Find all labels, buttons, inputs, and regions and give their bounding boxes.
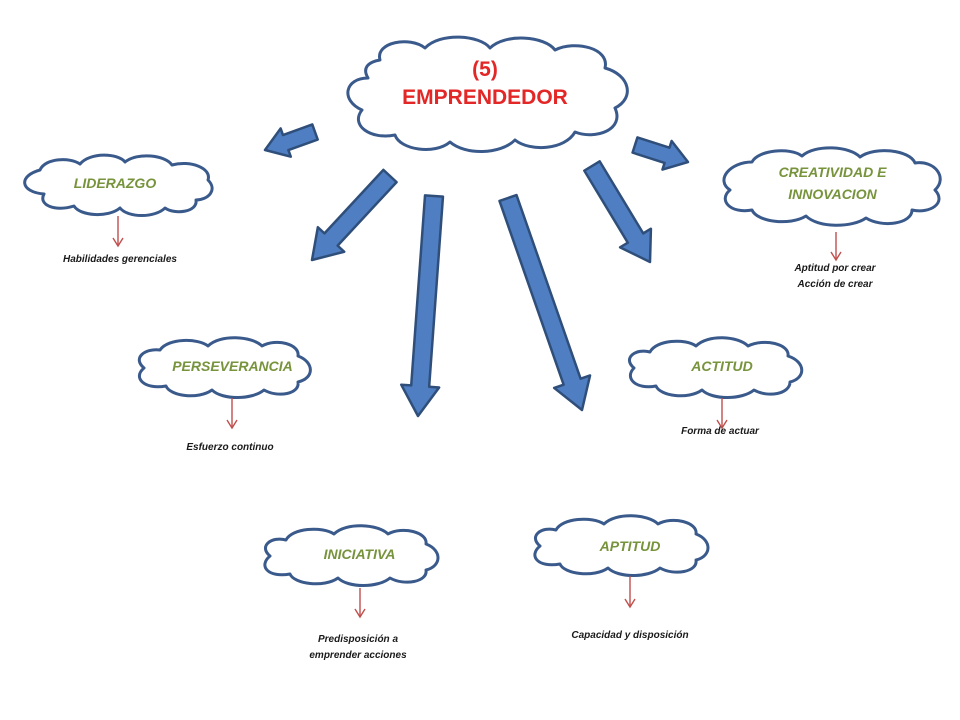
arrow-to-creatividad	[631, 136, 690, 171]
arrow-to-actitud	[583, 160, 653, 264]
node-label-liderazgo: LIDERAZGO	[73, 175, 157, 191]
note-actitud: Forma de actuar	[681, 426, 759, 437]
note-iniciativa-line2: emprender acciones	[309, 650, 407, 661]
note-liderazgo: Habilidades gerenciales	[63, 254, 177, 265]
note-perseverancia: Esfuerzo continuo	[186, 442, 274, 453]
connector-liderazgo	[112, 216, 124, 248]
node-label-iniciativa: INICIATIVA	[323, 546, 396, 562]
note-aptitud: Capacidad y disposición	[571, 630, 689, 641]
cloud-perseverancia	[137, 336, 312, 399]
connector-creatividad	[830, 232, 842, 262]
node-label-aptitud: APTITUD	[599, 538, 661, 554]
cloud-iniciativa	[263, 524, 440, 587]
connector-aptitud	[624, 576, 636, 609]
connector-perseverancia	[226, 398, 238, 430]
cloud-actitud	[627, 336, 804, 399]
arrow-to-perseverancia	[310, 168, 398, 262]
node-label-actitud: ACTITUD	[691, 358, 753, 374]
main-number: (5)	[472, 58, 498, 81]
cloud-liderazgo	[23, 153, 214, 217]
connector-iniciativa	[354, 588, 366, 619]
cloud-aptitud	[533, 514, 710, 577]
connector-actitud	[716, 398, 728, 430]
cloud-emprendedor	[346, 35, 629, 153]
node-label-creatividad-line2: INNOVACION	[788, 186, 877, 202]
arrow-to-aptitud	[498, 193, 592, 412]
note-creatividad: Aptitud por crear Acción de crear	[745, 261, 925, 293]
note-creatividad-line1: Aptitud por crear	[794, 263, 876, 274]
arrow-to-liderazgo	[263, 123, 319, 158]
main-title: EMPRENDEDOR	[402, 86, 568, 109]
node-label-creatividad-line1: CREATIVIDAD E	[778, 164, 887, 180]
note-iniciativa: Predisposición a emprender acciones	[268, 632, 448, 664]
node-label-perseverancia: PERSEVERANCIA	[172, 358, 293, 374]
note-creatividad-line2: Acción de crear	[797, 279, 873, 290]
arrow-to-iniciativa	[399, 194, 445, 418]
cloud-creatividad	[722, 146, 942, 227]
note-iniciativa-line1: Predisposición a	[317, 634, 399, 645]
